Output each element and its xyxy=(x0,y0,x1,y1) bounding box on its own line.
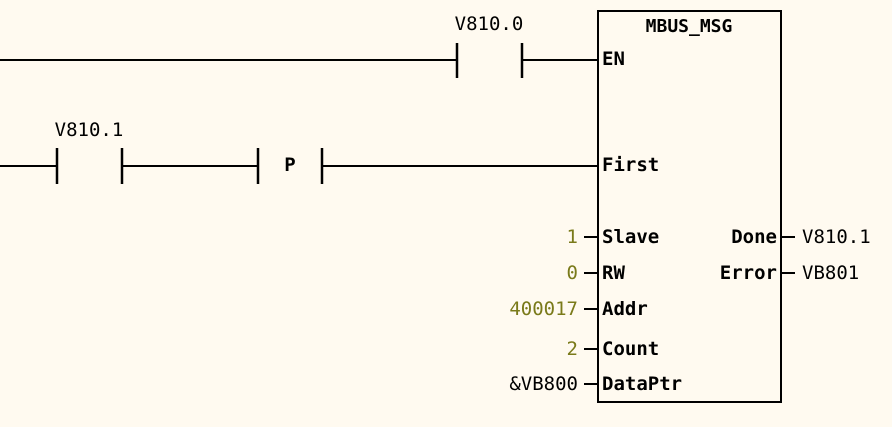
pin-en: EN xyxy=(602,48,625,70)
contact-first-label: V810.1 xyxy=(55,119,124,141)
function-block-mbus-msg[interactable]: MBUS_MSG EN First Slave RW Addr Count Da… xyxy=(597,10,782,403)
rung-en: V810.0 xyxy=(0,13,598,78)
output-error-value[interactable]: VB801 xyxy=(802,262,859,284)
pin-error: Error xyxy=(720,262,777,284)
rung-first: V810.1 P xyxy=(0,119,598,184)
contact-pulse-label: P xyxy=(284,154,295,176)
function-block-title: MBUS_MSG xyxy=(646,16,733,37)
pin-count: Count xyxy=(602,338,659,360)
param-count-value[interactable]: 2 xyxy=(567,338,578,360)
param-addr-value[interactable]: 400017 xyxy=(509,298,578,320)
contact-pulse[interactable]: P xyxy=(256,148,324,184)
output-params: V810.1 VB801 xyxy=(781,226,871,284)
param-rw-value[interactable]: 0 xyxy=(567,262,578,284)
output-done-value[interactable]: V810.1 xyxy=(802,226,871,248)
pin-first: First xyxy=(602,154,659,176)
contact-first[interactable] xyxy=(55,148,124,184)
param-dataptr-value[interactable]: &VB800 xyxy=(509,373,578,395)
pin-rw: RW xyxy=(602,262,625,284)
pin-slave: Slave xyxy=(602,226,659,248)
contact-en[interactable] xyxy=(455,43,524,78)
contact-en-label: V810.0 xyxy=(455,13,524,35)
pin-addr: Addr xyxy=(602,298,648,320)
input-params: 1 0 400017 2 &VB800 xyxy=(509,226,598,395)
function-block-box xyxy=(597,10,782,403)
pin-dataptr: DataPtr xyxy=(602,373,682,395)
pin-done: Done xyxy=(731,226,777,248)
param-slave-value[interactable]: 1 xyxy=(567,226,578,248)
